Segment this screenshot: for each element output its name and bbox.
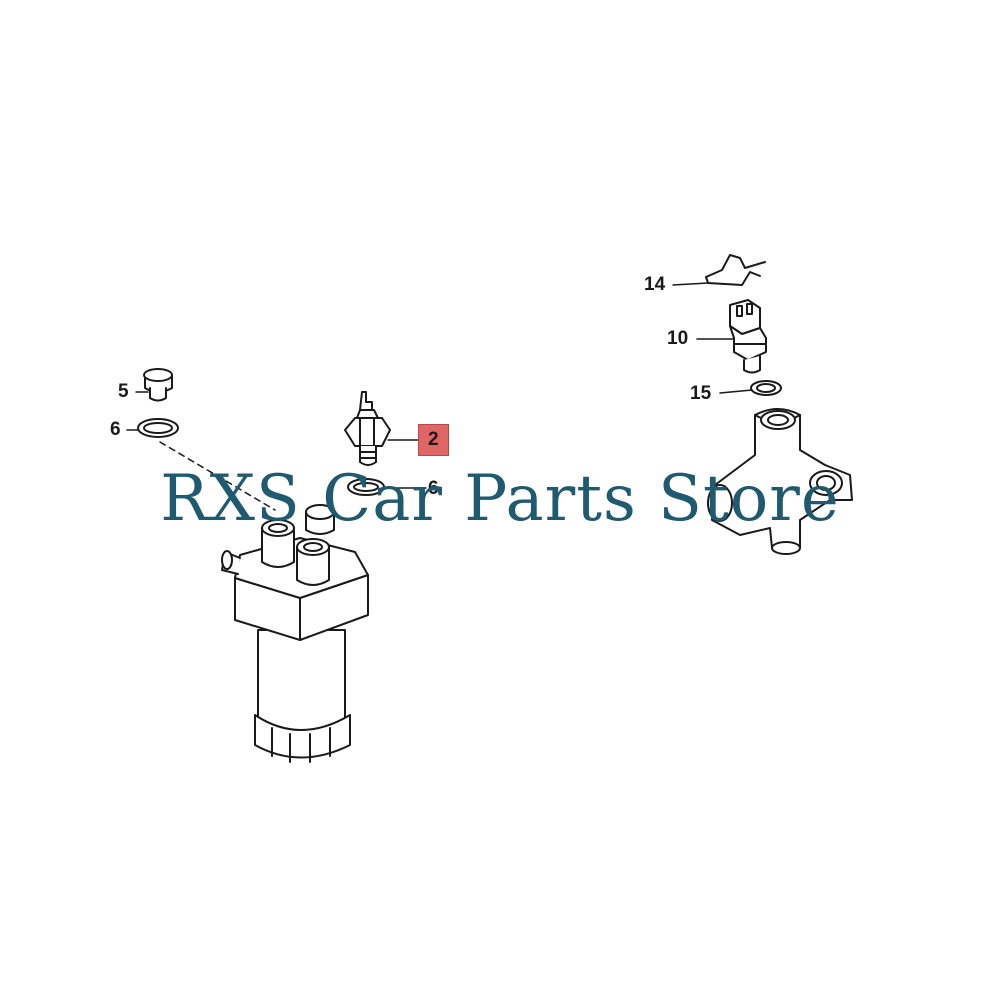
o-ring-center (347, 478, 385, 496)
oil-pressure-switch (344, 391, 391, 466)
leader-lines (126, 282, 753, 489)
callout-2-highlighted: 2 (418, 424, 449, 456)
o-ring-right (750, 380, 782, 396)
callout-5: 5 (118, 381, 129, 402)
coolant-flange (707, 408, 853, 555)
store-watermark: RXS Car Parts Store (160, 462, 840, 536)
assembly-line (159, 441, 276, 511)
oil-filter-housing (221, 504, 369, 763)
o-ring-left (137, 418, 179, 438)
coolant-temp-sensor (729, 299, 767, 374)
callout-15: 15 (690, 383, 712, 404)
callout-10: 10 (667, 328, 689, 349)
callout-6-center: 6 (428, 478, 439, 499)
callout-6-left: 6 (110, 419, 121, 440)
retaining-clip (705, 254, 766, 286)
drain-plug (143, 368, 173, 402)
callout-14: 14 (644, 274, 666, 295)
